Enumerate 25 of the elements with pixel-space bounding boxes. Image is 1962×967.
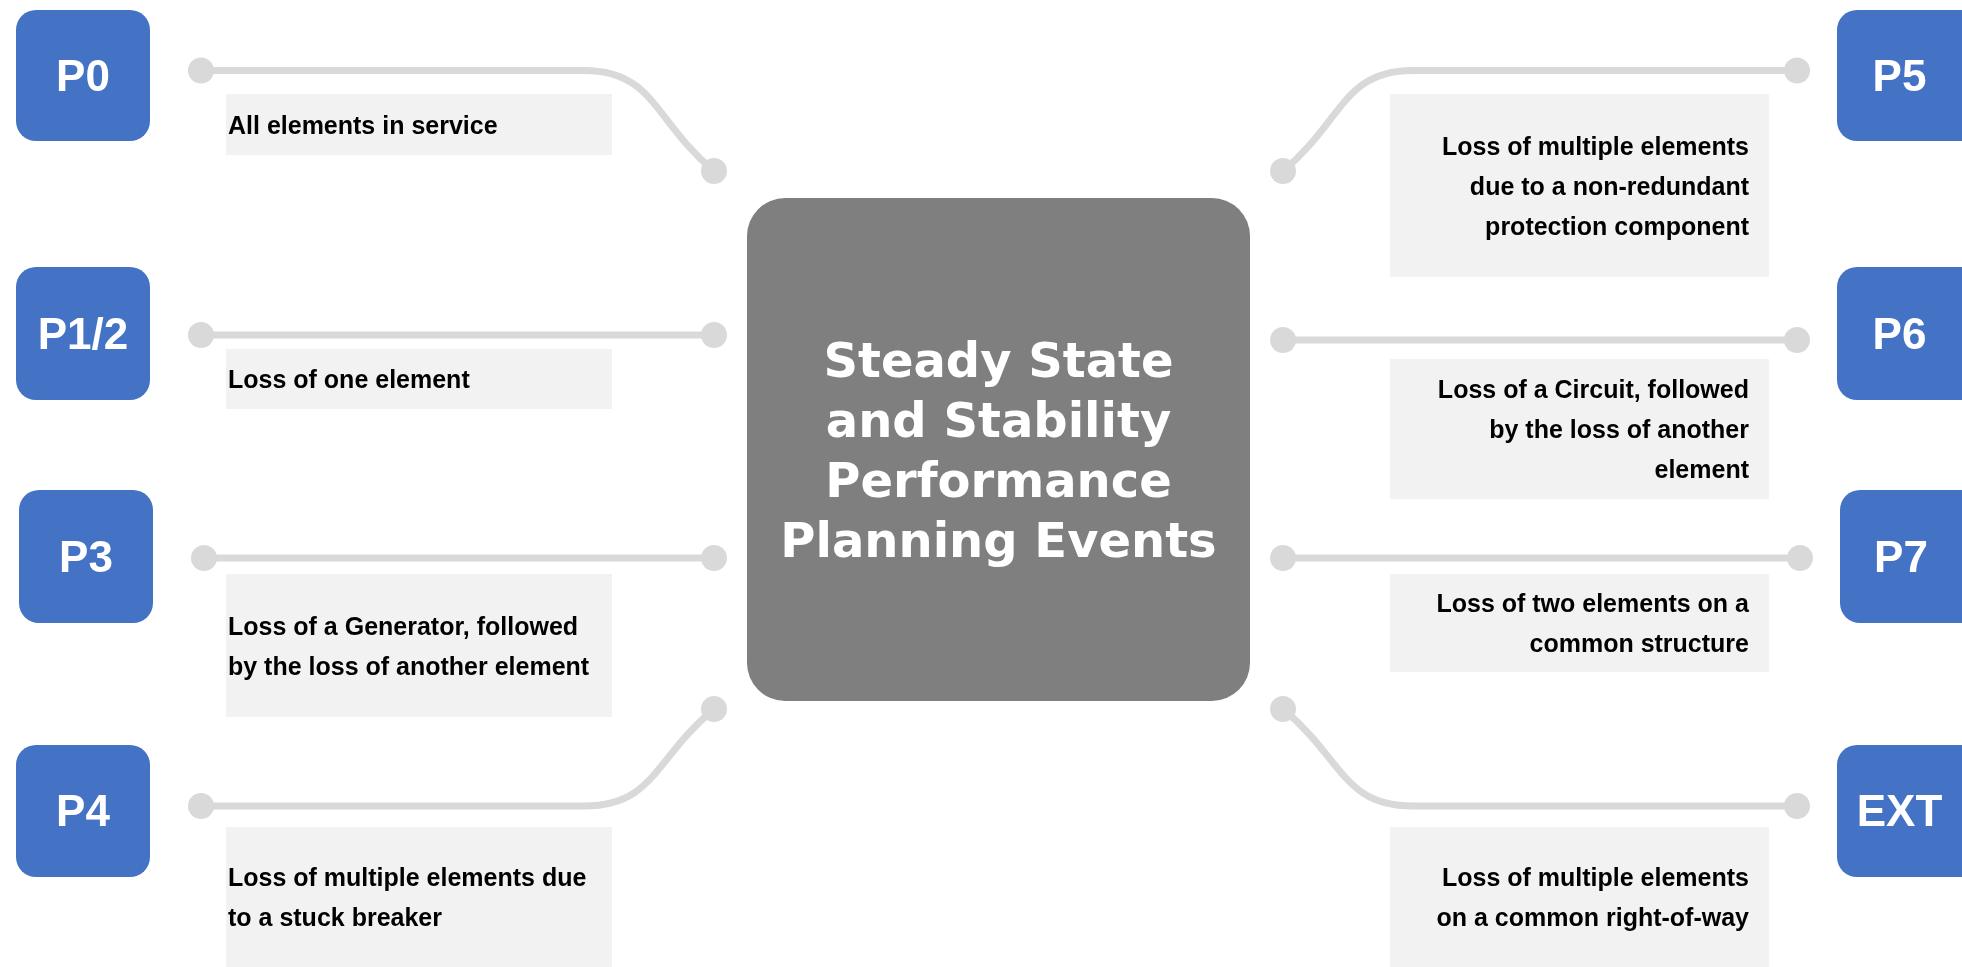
description-panel: Loss of two elements on a common structure bbox=[1390, 574, 1769, 672]
connector-line bbox=[1270, 696, 1810, 819]
category-badge: P5 bbox=[1837, 10, 1962, 141]
connector-line bbox=[188, 322, 727, 348]
connector-line bbox=[191, 545, 727, 571]
connector-line bbox=[188, 696, 727, 819]
category-badge: P3 bbox=[19, 490, 153, 623]
central-topic-box: Steady State and Stability Performance Planning Events bbox=[747, 198, 1250, 701]
category-badge: P4 bbox=[16, 745, 150, 877]
category-badge: P1/2 bbox=[16, 267, 150, 400]
connector-line bbox=[1270, 545, 1813, 571]
description-panel: Loss of multiple elements due to a stuck breaker bbox=[226, 827, 612, 967]
description-panel: Loss of multiple elements on a common right-of-way bbox=[1390, 827, 1769, 967]
category-badge: P0 bbox=[16, 10, 150, 141]
connector-line bbox=[1270, 57, 1810, 184]
description-panel: Loss of multiple elements due to a non-redundant protection component bbox=[1390, 94, 1769, 277]
description-panel: All elements in service bbox=[226, 94, 612, 155]
description-panel: Loss of a Circuit, followed by the loss of another element bbox=[1390, 359, 1769, 499]
description-panel: Loss of a Generator, followed by the loss of another element bbox=[226, 574, 612, 717]
connector-line bbox=[1270, 327, 1810, 353]
category-badge: P6 bbox=[1837, 267, 1962, 400]
connector-line bbox=[188, 57, 727, 184]
category-badge: EXT bbox=[1837, 745, 1962, 877]
description-panel: Loss of one element bbox=[226, 349, 612, 409]
category-badge: P7 bbox=[1840, 490, 1962, 623]
